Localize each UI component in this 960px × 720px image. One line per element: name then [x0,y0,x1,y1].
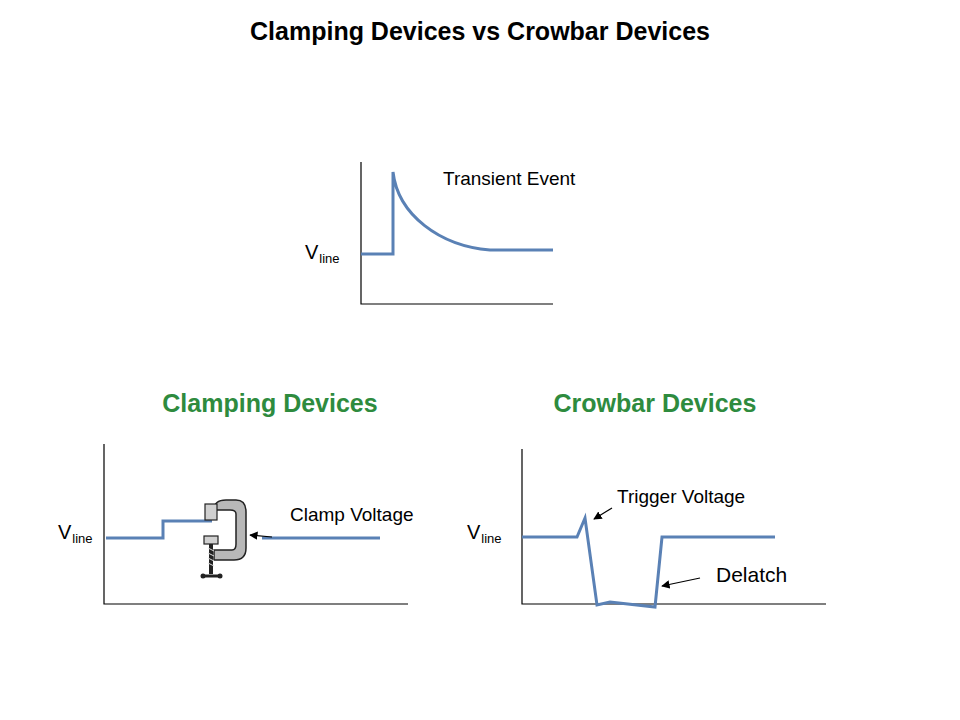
axis-subscript: line [481,532,501,545]
leader-arrow [594,508,612,519]
chart-annotation: Trigger Voltage [617,487,745,506]
chart-annotation: Clamp Voltage [290,505,414,524]
axis-subscript: line [72,532,92,545]
chart-annotation: Delatch [716,564,787,585]
crowbar-waveform [522,518,775,607]
section-heading: Crowbar Devices [554,391,757,416]
chart-axes [104,444,408,604]
leader-arrow [250,535,272,537]
section-heading: Clamping Devices [162,391,377,416]
c-clamp-icon [201,500,247,579]
clamped-waveform [262,537,380,540]
diagram-title: Clamping Devices vs Crowbar Devices [250,19,710,44]
axis-symbol: V [305,242,318,262]
chart-axes [522,449,826,604]
axis-symbol: V [58,522,71,542]
axis-subscript: line [319,252,339,265]
clamped-waveform [106,521,212,538]
chart-annotation: Transient Event [443,169,575,188]
axis-symbol: V [467,522,480,542]
leader-arrow [662,578,700,586]
